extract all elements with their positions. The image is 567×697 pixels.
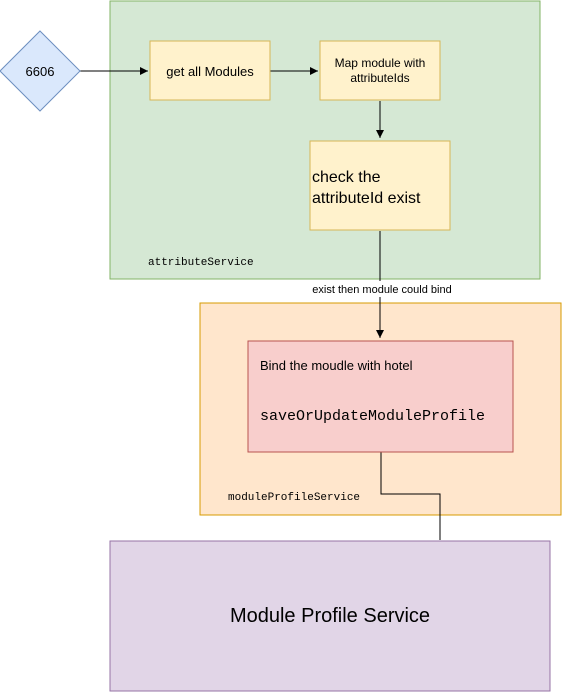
map-module-label-line1: Map module with [335, 56, 426, 70]
check-attribute-label-line1: check the [312, 169, 381, 186]
edge-bind-to-module-profile [380, 452, 441, 540]
module-profile-node: Module Profile Service [109, 540, 551, 692]
attribute-service-label: attributeService [148, 257, 254, 269]
start-diamond [0, 30, 81, 112]
check-attribute-node: check the attributeId exist [309, 140, 451, 231]
start-label: 6606 [26, 64, 55, 79]
check-attribute-label-line2: attributeId exist [312, 190, 421, 207]
bind-module-node: Bind the moudle with hotel saveOrUpdateM… [247, 340, 514, 453]
map-module-node: Map module with attributeIds [319, 40, 441, 101]
check-attribute-box [309, 140, 451, 231]
start-node: 6606 [0, 30, 81, 112]
edge-label-group: exist then module could bind [304, 281, 460, 297]
map-module-box [319, 40, 441, 101]
get-modules-label: get all Modules [166, 64, 254, 79]
edge-label-exist-then-bind: exist then module could bind [312, 284, 451, 296]
map-module-label-line2: attributeIds [350, 71, 409, 85]
get-modules-node: get all Modules [149, 40, 271, 101]
bind-module-box [247, 340, 514, 453]
bind-module-method: saveOrUpdateModuleProfile [260, 408, 485, 425]
module-profile-label: Module Profile Service [230, 605, 430, 627]
get-modules-box [149, 40, 271, 101]
module-profile-box [109, 540, 551, 692]
bind-module-title: Bind the moudle with hotel [260, 358, 413, 373]
edge-label-background [304, 281, 460, 297]
module-profile-service-label: moduleProfileService [228, 492, 360, 504]
